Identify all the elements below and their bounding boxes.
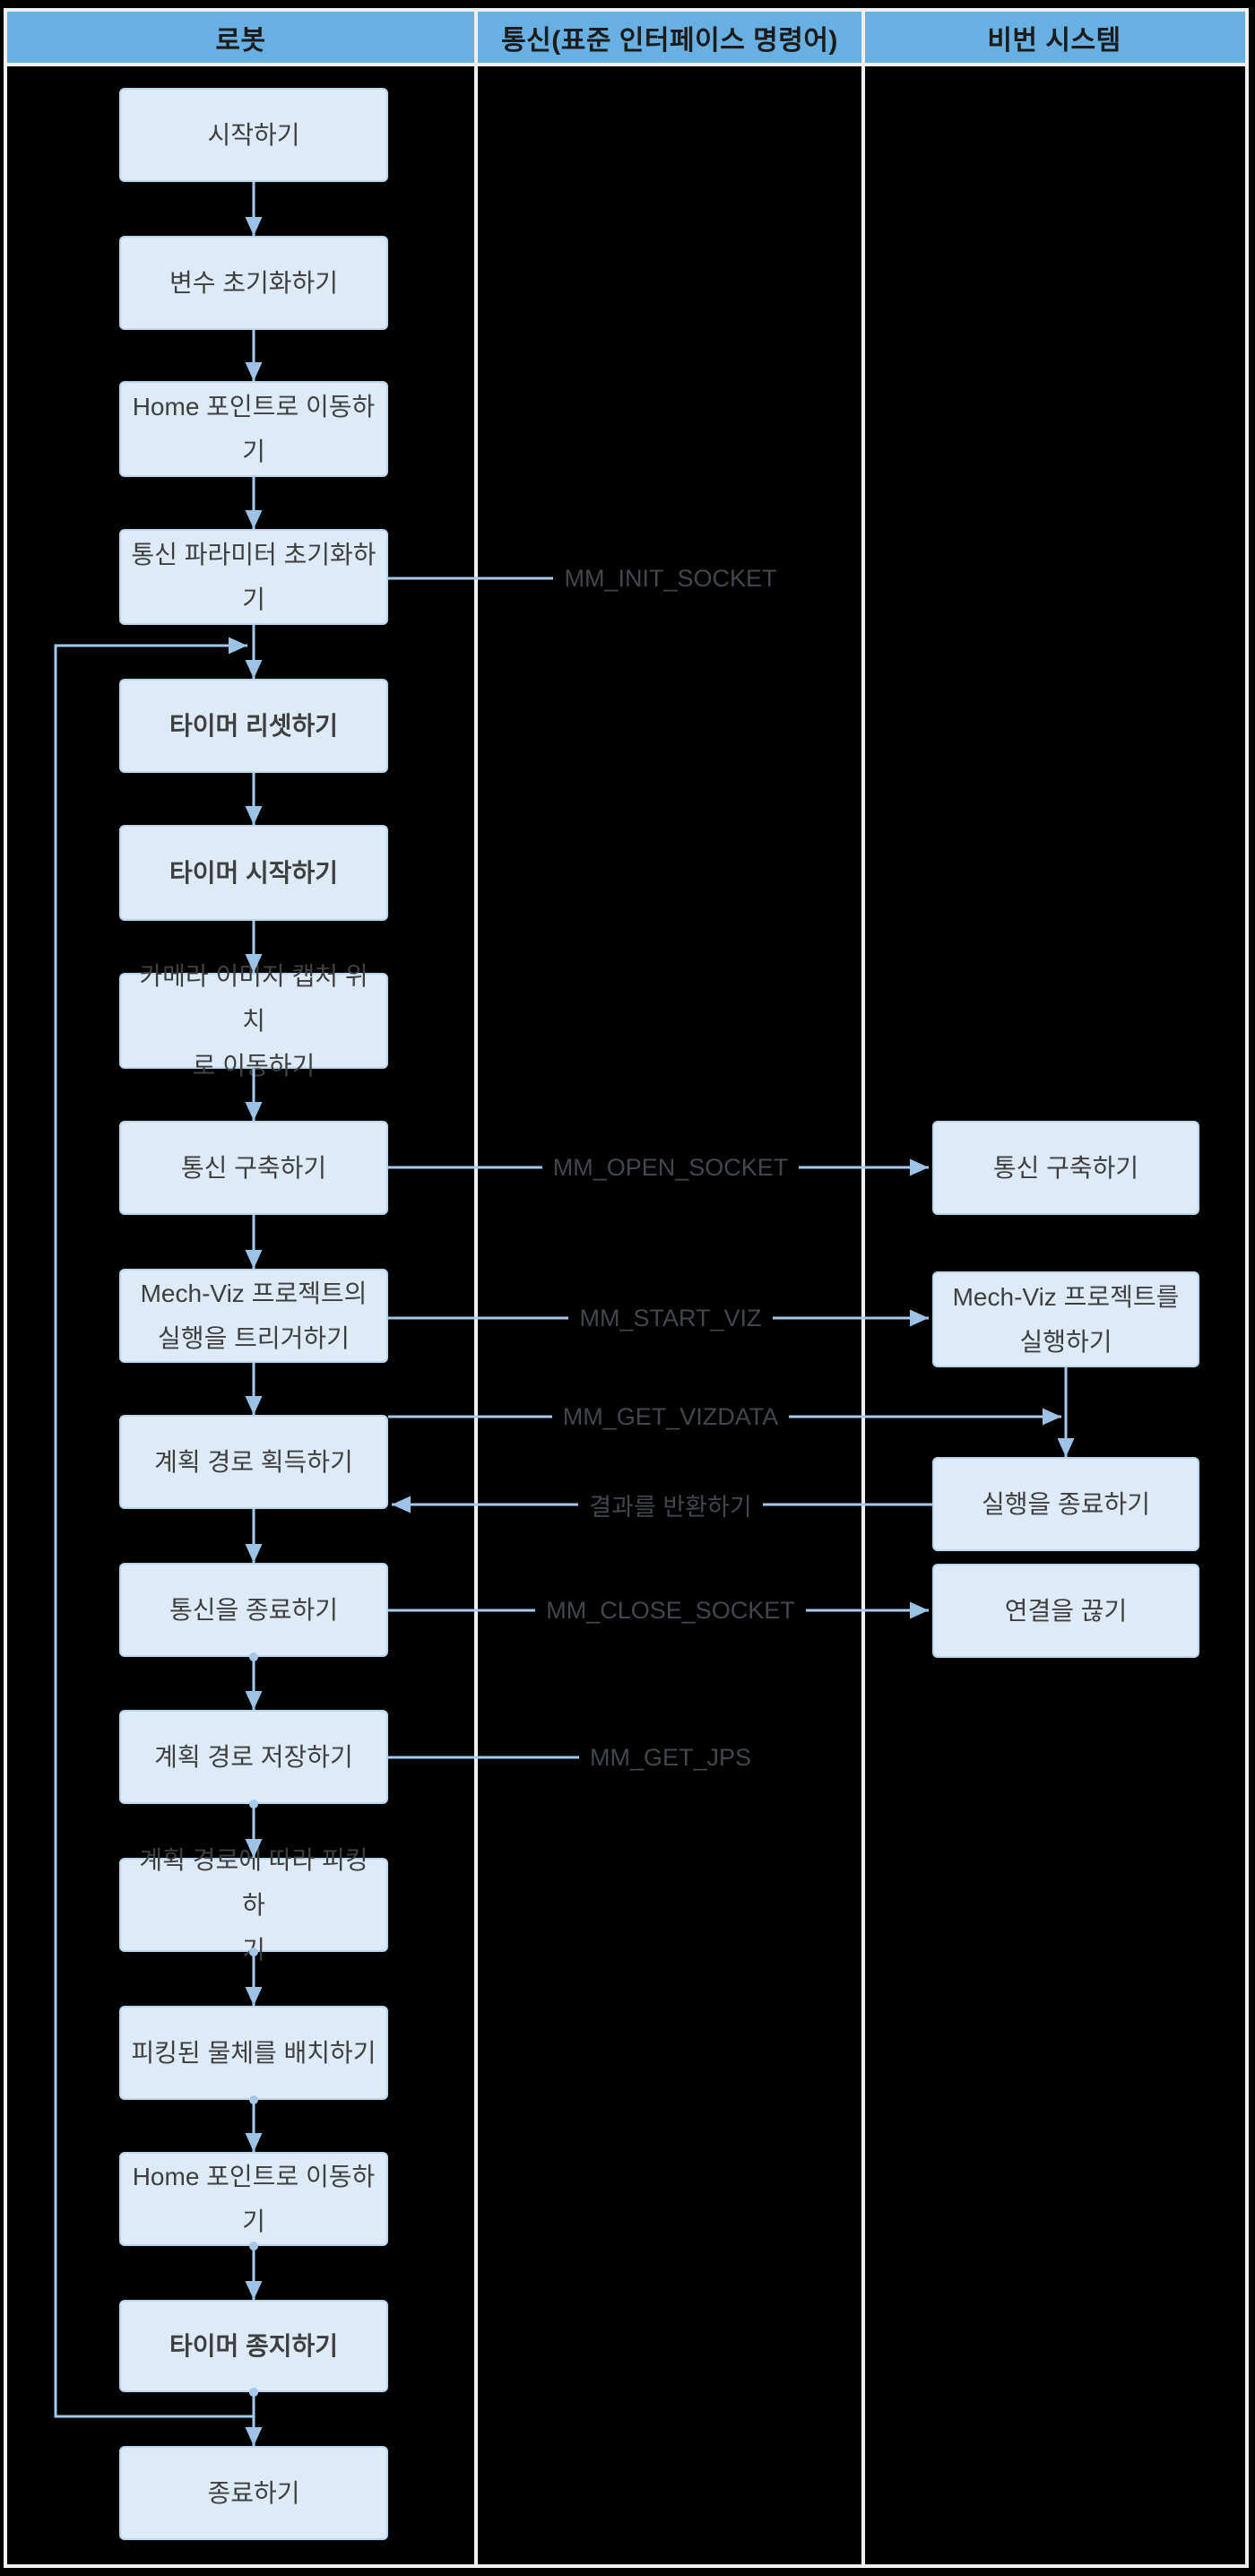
flow-node: Mech-Viz 프로젝트의 실행을 트리거하기: [119, 1269, 388, 1363]
command-label-text: MM_GET_VIZDATA: [551, 1402, 790, 1431]
lane-separator-2: [861, 8, 865, 2568]
flow-node: Home 포인트로 이동하 기: [119, 2152, 388, 2246]
command-label-mm-open-socket: MM_OPEN_SOCKET: [478, 1148, 863, 1187]
flow-node: 카메라 이미지 캡처 위치 로 이동하기: [119, 962, 388, 1080]
header-cell-robot: 로봇: [215, 25, 266, 56]
flow-node: Mech-Viz 프로젝트를 실행하기: [932, 1271, 1199, 1367]
flow-node: 피킹된 물체를 배치하기: [119, 2006, 388, 2100]
command-label-mm-get-jps: MM_GET_JPS: [478, 1738, 863, 1777]
flow-node: 통신 파라미터 초기화하 기: [119, 529, 388, 625]
command-label-mm-get-vizdata: MM_GET_VIZDATA: [478, 1397, 863, 1436]
command-label-text: MM_OPEN_SOCKET: [541, 1153, 800, 1182]
flow-node: 계획 경로 획득하기: [119, 1415, 388, 1509]
header-cell-communication: 통신(표준 인터페이스 명령어): [501, 25, 838, 56]
flow-node: 계획 경로에 따라 피킹하 기: [119, 1846, 388, 1964]
command-label-text: 결과를 반환하기: [578, 1487, 763, 1522]
diagram-outer-frame: [4, 8, 1249, 2568]
flow-node: 통신 구축하기: [119, 1121, 388, 1215]
command-label-text: MM_INIT_SOCKET: [553, 564, 788, 593]
command-label-mm-init-socket: MM_INIT_SOCKET: [478, 559, 863, 598]
flow-node: 타이머 종지하기: [119, 2300, 388, 2392]
command-label-return-result: 결과를 반환하기: [478, 1485, 863, 1524]
flow-node: 계획 경로 저장하기: [119, 1710, 388, 1804]
flow-node: 변수 초기화하기: [119, 236, 388, 330]
swimlane-header-band: [7, 12, 1245, 63]
flow-node: 종료하기: [119, 2446, 388, 2540]
flow-node: 연결을 끊기: [932, 1564, 1199, 1658]
flow-node: 실행을 종료하기: [932, 1457, 1199, 1551]
header-cell-vision-system: 비번 시스템: [987, 25, 1121, 56]
command-label-text: MM_GET_JPS: [578, 1743, 763, 1772]
header-underline: [4, 63, 1249, 66]
command-label-mm-close-socket: MM_CLOSE_SOCKET: [478, 1591, 863, 1630]
flow-node: 타이머 시작하기: [119, 825, 388, 921]
command-label-text: MM_START_VIZ: [568, 1304, 773, 1332]
command-label-text: MM_CLOSE_SOCKET: [535, 1596, 806, 1625]
flow-node: 시작하기: [119, 88, 388, 182]
flow-node: 타이머 리셋하기: [119, 679, 388, 773]
flow-node: 통신을 종료하기: [119, 1563, 388, 1657]
flow-node: Home 포인트로 이동하 기: [119, 381, 388, 477]
lane-separator-1: [474, 8, 478, 2568]
flow-node: 통신 구축하기: [932, 1121, 1199, 1215]
command-label-mm-start-viz: MM_START_VIZ: [478, 1298, 863, 1338]
